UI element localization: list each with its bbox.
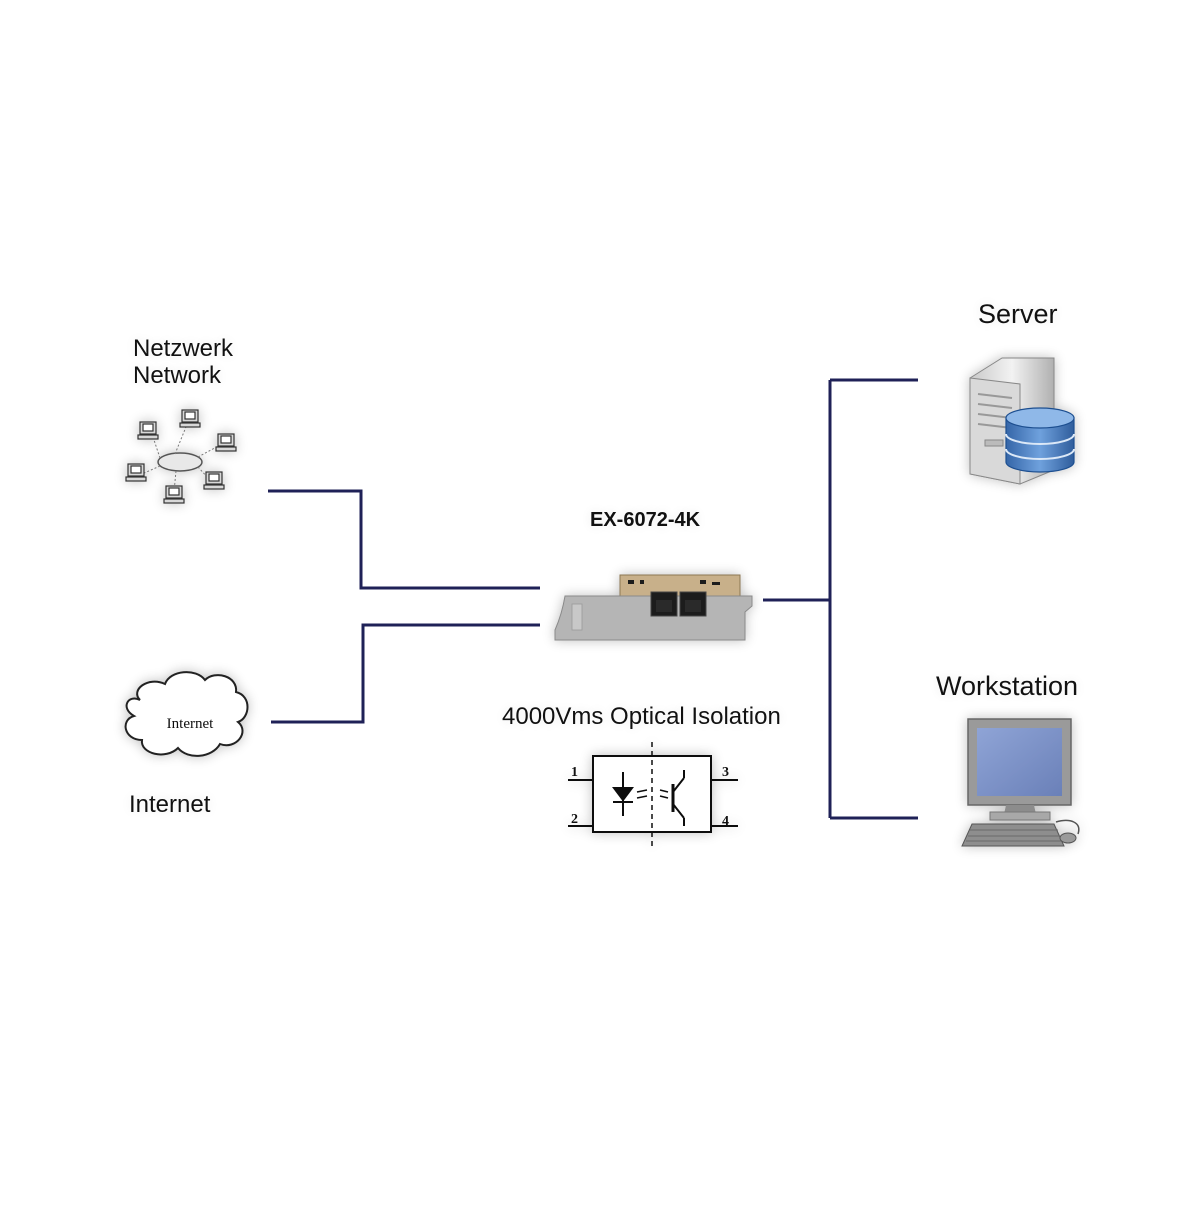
pin-1-label: 1 bbox=[571, 765, 578, 780]
cloud-text: Internet bbox=[167, 716, 214, 732]
workstation-label: Workstation bbox=[936, 671, 1079, 701]
pin-4-label: 4 bbox=[722, 814, 729, 829]
optocoupler-symbol-icon bbox=[568, 742, 738, 846]
network-label-en: Network bbox=[133, 362, 222, 389]
line-network-to-card bbox=[268, 489, 540, 590]
network-topology-icon bbox=[125, 409, 237, 504]
server-database-icon bbox=[969, 357, 1075, 485]
server-label: Server bbox=[978, 299, 1058, 329]
pin-2-label: 2 bbox=[571, 812, 578, 827]
optical-isolation-label: 4000Vms Optical Isolation bbox=[502, 703, 781, 730]
internet-label: Internet bbox=[129, 791, 211, 818]
network-label-de: Netzwerk bbox=[133, 335, 234, 362]
internet-cloud-icon: Internet bbox=[124, 671, 249, 757]
connector-lines bbox=[268, 378, 918, 820]
pci-network-card-icon bbox=[554, 574, 753, 641]
workstation-computer-icon bbox=[961, 718, 1080, 847]
pin-3-label: 3 bbox=[722, 765, 729, 780]
card-model-label: EX-6072-4K bbox=[590, 509, 701, 531]
line-internet-to-card bbox=[271, 623, 540, 724]
